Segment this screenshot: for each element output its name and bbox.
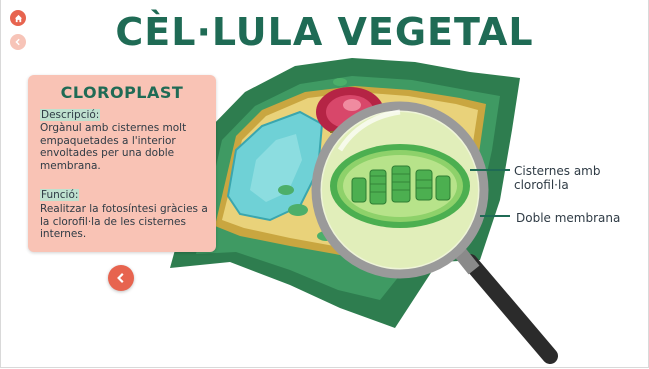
description-label: Descripció: bbox=[40, 109, 100, 121]
chloroplast-small bbox=[288, 204, 308, 216]
magnifier-handle bbox=[470, 262, 550, 356]
label-cisterns: Cisternes amb clorofil·la bbox=[514, 164, 649, 192]
card-title: CLOROPLAST bbox=[28, 83, 216, 102]
info-card: CLOROPLAST Descripció: Orgànul amb ciste… bbox=[28, 75, 216, 252]
label-membrane: Doble membrana bbox=[516, 211, 620, 225]
function-text: Realitzar la fotosíntesi gràcies a la cl… bbox=[40, 203, 210, 241]
function-label: Funció: bbox=[40, 189, 79, 201]
description-text: Orgànul amb cisternes molt empaquetades … bbox=[40, 122, 210, 173]
previous-button[interactable] bbox=[108, 265, 134, 291]
chevron-left-icon bbox=[115, 272, 127, 284]
